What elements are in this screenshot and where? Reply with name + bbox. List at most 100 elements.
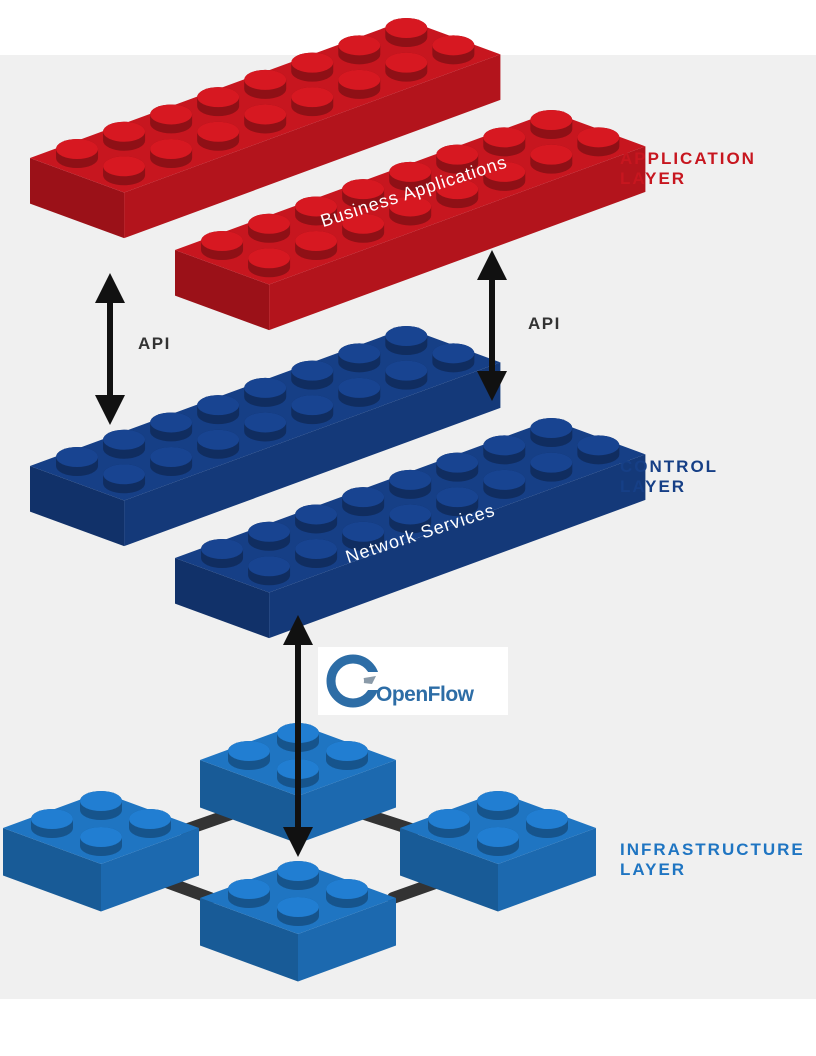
control-brick-front-stud-top [389,504,432,525]
api-label-left: API [138,334,171,353]
infrastructure-brick-bottom-stud-top [277,861,319,881]
control-layer-label: CONTROL LAYER [620,457,718,497]
control-brick-back-stud-top [291,360,334,381]
openflow-label: OpenFlow [376,683,474,706]
control-brick-front-stud-top [389,469,432,490]
infrastructure-brick-bottom-stud-top [277,897,319,917]
application-brick-front-stud-top [295,231,338,251]
infrastructure-brick-right-left-face [400,828,498,912]
control-brick-front-stud-top [295,539,338,559]
control-brick-front-stud-top [342,487,385,508]
api-label-right: API [528,314,561,333]
application-layer-line2: LAYER [620,169,687,188]
control-brick-back-stud-top [338,377,381,398]
infrastructure-brick-top-stud-top [326,741,368,761]
application-brick-front-left-face [175,250,270,331]
infrastructure-brick-top-stud-top [228,741,270,761]
application-brick-back-stud-top [244,69,287,90]
infrastructure-layer-label: INFRASTRUCTURE LAYER [620,840,805,880]
application-brick-front-stud-top [342,179,385,200]
infrastructure-layer-line2: LAYER [620,860,687,879]
infrastructure-brick-right-stud-top [477,791,519,811]
application-brick-back-stud-top [385,18,428,39]
control-brick-back-stud-top [338,343,381,364]
application-brick-back-stud-top [197,121,240,142]
control-brick-back-front-face [124,362,501,547]
control-brick-front-stud-top [342,521,385,542]
application-brick-front-stud-top [389,196,432,217]
infrastructure-brick-right-stud-top [526,809,568,829]
control-brick-back-stud-top [385,326,428,347]
application-brick-front-stud-top [248,248,291,269]
infrastructure-brick-right-front-face [498,828,596,912]
infrastructure-brick-left-stud-top [80,791,122,811]
infrastructure-brick-left-stud-top [129,809,171,829]
infrastructure-brick-right-stud-top [477,827,519,847]
infrastructure-brick-top-left-face [200,760,298,844]
control-brick-back-left-face [30,466,125,547]
application-brick-back-stud-top [150,139,193,159]
infrastructure-brick-bottom-stud-top [326,879,368,899]
application-brick-front-stud-top [483,161,526,182]
control-brick-back-stud-top [385,360,428,381]
control-brick-front-stud-top [436,487,479,508]
application-brick-front-stud-top [483,127,526,148]
control-brick-back-stud-top [244,377,287,398]
infrastructure-brick-left-left-face [3,828,101,912]
application-brick-back-stud-top [150,104,193,125]
control-brick-front-front-face [269,454,646,639]
infrastructure-brick-left-stud-top [31,809,73,829]
application-brick-front-stud-top [436,179,479,200]
application-brick-back-stud-top [432,35,475,56]
application-brick-back-left-face [30,158,125,239]
application-brick-back-stud-top [197,87,240,108]
application-brick-front-stud-top [248,213,291,234]
application-brick-front-stud-top [530,144,573,165]
application-brick-front-front-face [269,146,646,331]
control-brick-front-stud-top [530,452,573,473]
control-brick-front-left-face [175,558,270,639]
application-brick-back-stud-top [103,121,146,142]
application-brick-back-stud-top [291,52,334,73]
application-brick-front-stud-top [530,110,573,131]
application-brick-back-stud-top [291,87,334,108]
control-brick-back-stud-top [197,429,240,450]
control-brick-front-stud-top [577,435,620,456]
control-brick-front-stud-top [295,504,338,525]
control-brick-back-stud-top [56,447,99,467]
control-brick-front-stud-top [483,435,526,456]
application-brick-back-stud-top [244,104,287,125]
control-brick-back-stud-top [197,395,240,416]
control-brick-back-stud-top [150,412,193,433]
control-brick-front-stud-top [201,539,244,559]
application-brick-back-stud-top [338,69,381,90]
control-brick-back-stud-top [291,395,334,416]
control-brick-back-stud-top [244,412,287,433]
control-layer-line2: LAYER [620,477,687,496]
infrastructure-brick-top-front-face [298,760,396,844]
application-brick-back-stud-top [103,156,146,177]
application-brick-front-stud-top [389,161,432,182]
control-layer-line1: CONTROL [620,457,719,476]
application-brick-back-stud-top [338,35,381,56]
control-brick-front-stud-top [248,556,291,577]
application-brick-back-stud-top [56,139,99,159]
infrastructure-brick-bottom-front-face [298,898,396,982]
application-brick-front-stud-top [577,127,620,148]
control-brick-back-stud-top [103,464,146,485]
infrastructure-brick-right-stud-top [428,809,470,829]
infrastructure-brick-bottom-left-face [200,898,298,982]
openflow-logo-icon [326,654,380,708]
control-brick-back-stud-top [150,447,193,467]
application-brick-front-stud-top [201,231,244,251]
infrastructure-brick-left-front-face [101,828,199,912]
control-brick-back-stud-top [103,429,146,450]
infrastructure-layer-line1: INFRASTRUCTURE [620,840,805,859]
application-layer-line1: APPLICATION [620,149,756,168]
control-brick-front-stud-top [436,452,479,473]
application-brick-front-stud-top [342,213,385,234]
control-brick-front-stud-top [248,521,291,542]
application-brick-front-stud-top [295,196,338,217]
infrastructure-brick-left-stud-top [80,827,122,847]
